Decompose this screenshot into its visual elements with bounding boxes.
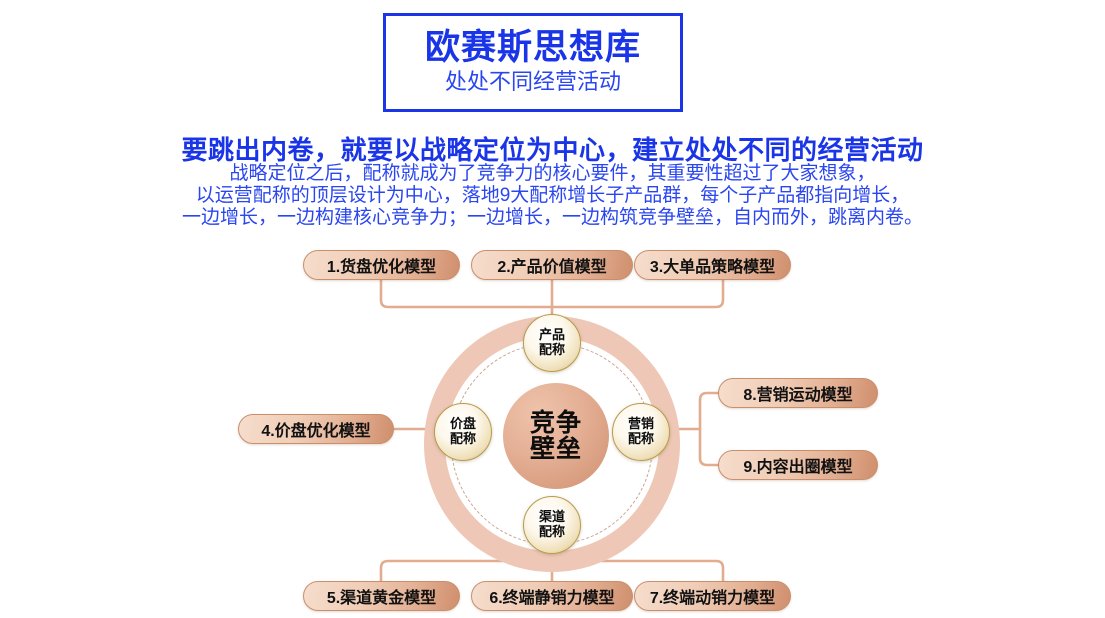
hub-node-marketing-line1: 营销 (627, 416, 654, 432)
hub-core-line1: 竞争 (529, 408, 582, 437)
model-pill-6[interactable]: 6.终端静销力模型 (471, 581, 633, 611)
hub-node-product-line2: 配称 (538, 342, 565, 357)
hub-node-channel[interactable]: 渠道配称 (523, 496, 581, 554)
hub-node-channel-line1: 渠道 (538, 509, 565, 525)
hub-node-marketing-line2: 配称 (627, 431, 654, 446)
model-pill-4[interactable]: 4.价盘优化模型 (238, 414, 394, 444)
model-pill-5[interactable]: 5.渠道黄金模型 (303, 581, 460, 611)
title-box: 欧赛斯思想库 处处不同经营活动 (383, 13, 683, 112)
model-pill-7[interactable]: 7.终端动销力模型 (634, 581, 791, 611)
hub-node-marketing[interactable]: 营销配称 (612, 403, 670, 461)
model-pill-1[interactable]: 1.货盘优化模型 (303, 250, 460, 280)
model-pill-2[interactable]: 2.产品价值模型 (471, 250, 633, 280)
hub-core-label: 竞争壁垒 (530, 410, 582, 463)
page-headline: 要跳出内卷，就要以战略定位为中心，建立处处不同的经营活动 (181, 135, 924, 165)
model-pill-3[interactable]: 3.大单品策略模型 (634, 250, 791, 280)
model-pill-8[interactable]: 8.营销运动模型 (718, 378, 878, 408)
model-pill-9[interactable]: 9.内容出圈模型 (718, 450, 878, 480)
body-paragraph: 战略定位之后，配称就成为了竞争力的核心要件，其重要性超过了大家想象， 以运营配称… (0, 163, 1105, 229)
right-branch-top (698, 391, 720, 402)
body-line-2: 以运营配称的顶层设计为中心，落地9大配称增长子产品群，每个子产品都指向增长， (195, 185, 910, 206)
brand-title: 欧赛斯思想库 (424, 28, 641, 68)
hub-node-price-line2: 配称 (449, 431, 476, 446)
brand-subtitle: 处处不同经营活动 (444, 69, 621, 95)
hub-core-circle: 竞争壁垒 (503, 383, 609, 489)
hub-node-channel-line2: 配称 (538, 524, 565, 539)
body-line-3: 一边增长，一边构建核心竞争力；一边增长，一边构筑竞争壁垒，自内而外，跳离内卷。 (181, 207, 923, 228)
hub-node-product[interactable]: 产品配称 (523, 314, 581, 372)
right-branch-bottom (698, 456, 720, 467)
body-line-1: 战略定位之后，配称就成为了竞争力的核心要件，其重要性超过了大家想象， (229, 163, 876, 184)
hub-core-line2: 壁垒 (529, 435, 582, 463)
hub-node-product-line1: 产品 (538, 327, 565, 343)
hub-node-price[interactable]: 价盘配称 (434, 403, 492, 461)
hub-node-price-line1: 价盘 (449, 416, 476, 432)
